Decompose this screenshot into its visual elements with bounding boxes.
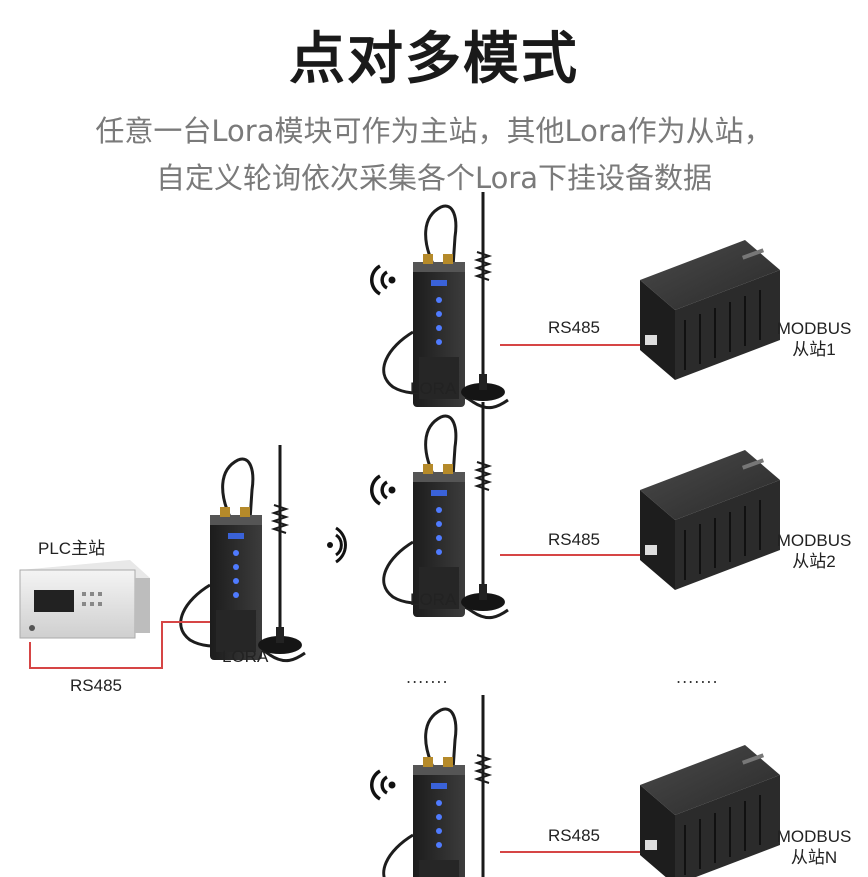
page-title: 点对多模式 <box>289 27 579 92</box>
subtitle-line-1: 任意一台Lora模块可作为主站，其他Lora作为从站， <box>95 114 773 148</box>
slave-2-modbus-device <box>639 449 781 591</box>
slave-2-modbus-line-1: MODBUS <box>776 531 852 550</box>
slave-2-rs485-label: RS485 <box>548 530 600 549</box>
plc-master-device <box>19 560 150 639</box>
slave-n-modbus-line-1: MODBUS <box>776 827 852 846</box>
slave-n-modbus-device <box>639 744 781 877</box>
slave-2-lora-label: LORA <box>410 590 457 609</box>
slave-1-lora-module <box>382 190 510 410</box>
slave-1-modbus-line-1: MODBUS <box>776 319 852 338</box>
slave-1-lora-label: LORA <box>410 379 457 398</box>
slave-2-modbus-label: MODBUS 从站2 <box>772 530 856 572</box>
master-rs485-label: RS485 <box>70 676 122 695</box>
slave-1-rs485-label: RS485 <box>548 318 600 337</box>
master-lora-module <box>179 443 307 663</box>
slave-n-modbus-label: MODBUS 从站N <box>772 826 856 868</box>
master-lora-label: LORA <box>222 647 269 666</box>
slave-n-rs485-label: RS485 <box>548 826 600 845</box>
slave-n-signal-icon <box>369 769 398 801</box>
ellipsis-left: ....... <box>406 668 449 687</box>
slave-1-modbus-line-2: 从站1 <box>792 340 836 359</box>
slave-n-modbus-line-2: 从站N <box>790 848 838 867</box>
subtitle-line-2: 自定义轮询依次采集各个Lora下挂设备数据 <box>155 161 713 195</box>
slave-2-signal-icon <box>369 474 398 506</box>
slave-2-modbus-line-2: 从站2 <box>792 552 836 571</box>
slave-2-lora-module <box>382 400 510 620</box>
ellipsis-right: ....... <box>676 668 719 687</box>
slave-1-signal-icon <box>369 264 398 296</box>
slave-1-modbus-device <box>639 239 781 381</box>
slave-n-lora-module <box>382 693 510 877</box>
plc-master-label: PLC主站 <box>38 539 106 558</box>
master-signal-icon <box>327 526 347 564</box>
slave-1-modbus-label: MODBUS 从站1 <box>772 318 856 360</box>
master-rs485-cable <box>29 621 210 669</box>
